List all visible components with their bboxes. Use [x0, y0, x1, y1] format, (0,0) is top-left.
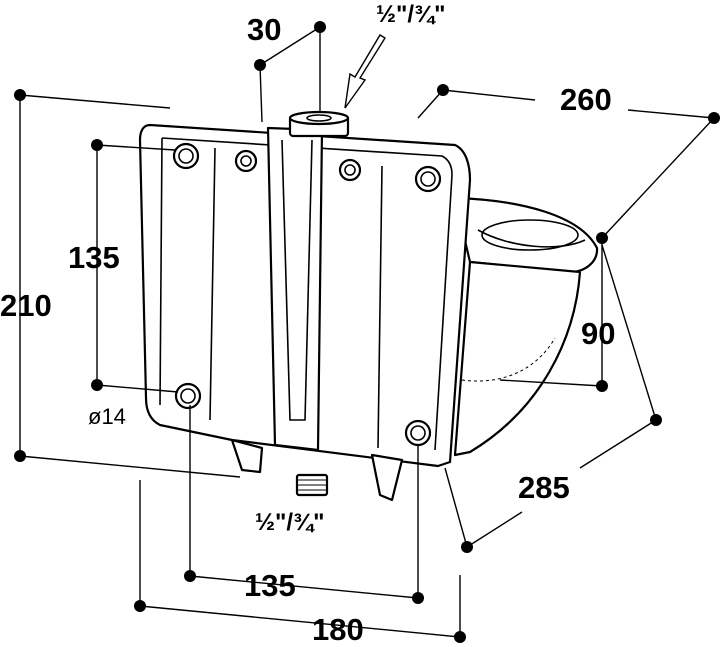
label-bottom-connection: ½"/¾": [255, 509, 324, 536]
bowl: [453, 196, 599, 457]
bottom-connection-pipe: [295, 473, 329, 497]
dimension-30: [254, 21, 326, 123]
dimension-260: [417, 84, 720, 239]
label-top-connection: ½"/¾": [376, 1, 445, 28]
back-plate: [138, 123, 472, 502]
label-210: 210: [0, 288, 52, 323]
mounting-holes: [172, 142, 442, 447]
top-connection-pipe: [288, 110, 350, 138]
label-hole-diameter: ø14: [88, 404, 126, 429]
label-90: 90: [581, 316, 615, 351]
label-135-vertical: 135: [68, 240, 120, 275]
dimension-135-horizontal: [184, 405, 424, 604]
dimension-285: [444, 244, 662, 553]
dimension-135-vertical: [91, 139, 179, 393]
dimension-210: [14, 89, 241, 478]
dimension-180: [134, 480, 466, 643]
label-30: 30: [247, 12, 281, 47]
label-135-horizontal: 135: [244, 568, 296, 603]
label-180: 180: [312, 612, 364, 647]
label-285: 285: [518, 470, 570, 505]
top-connection-arrow: [344, 34, 386, 109]
label-260: 260: [560, 82, 612, 117]
dimension-90: [499, 232, 608, 392]
